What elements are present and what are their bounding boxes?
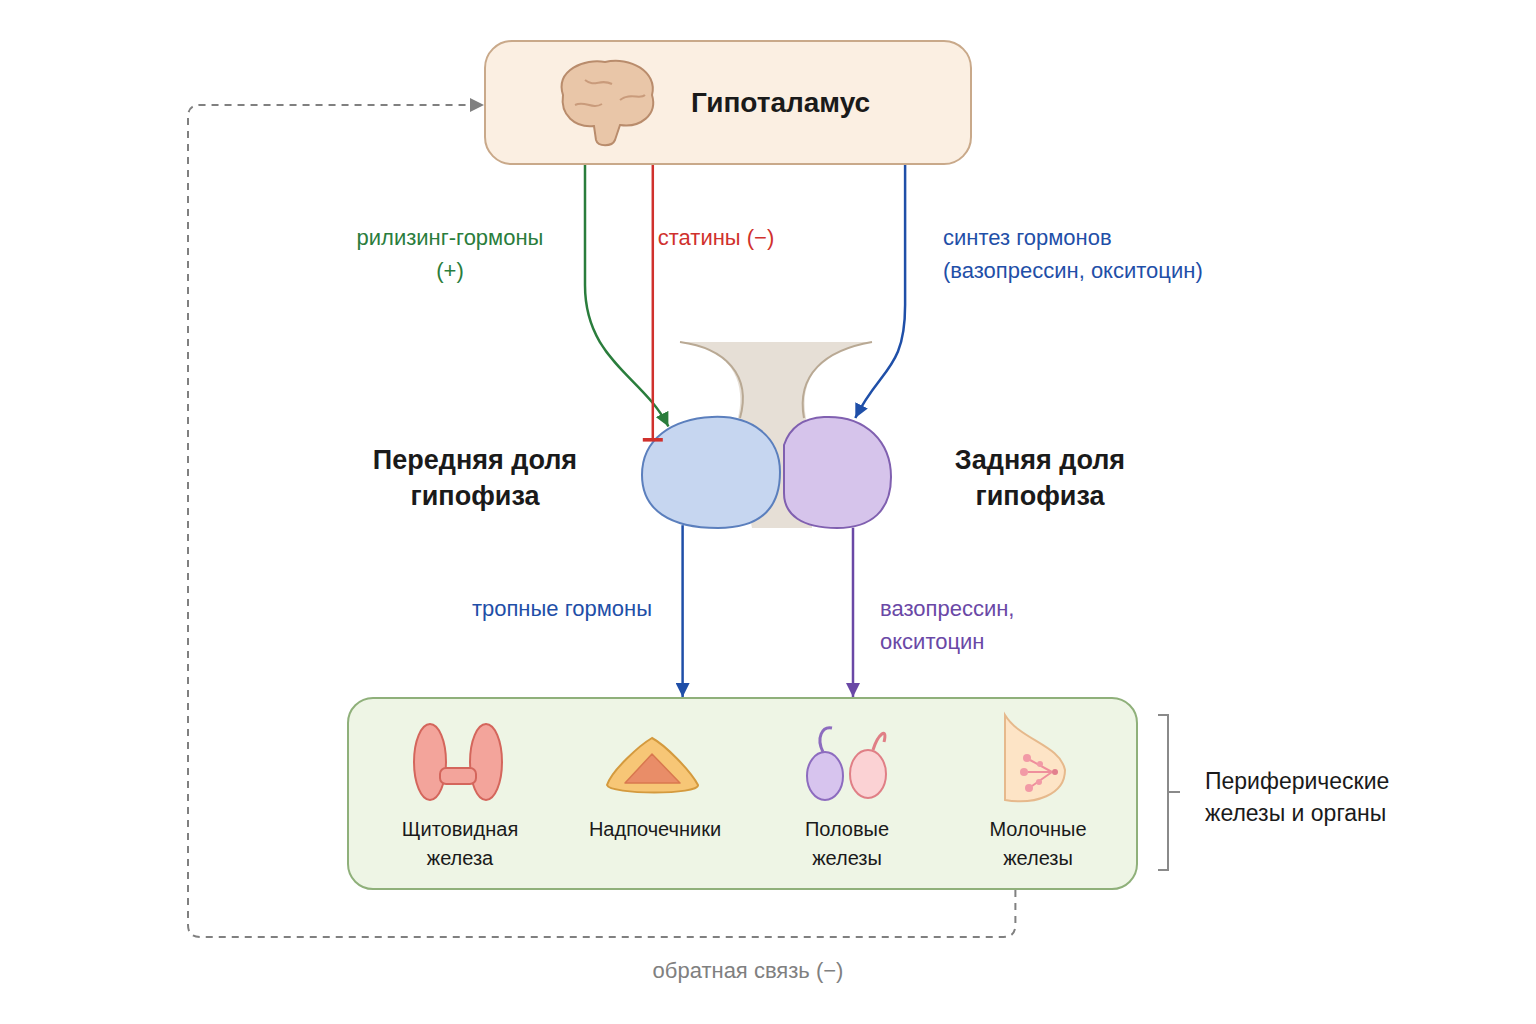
pituitary-stalk	[680, 342, 872, 528]
thyroid-icon	[414, 724, 502, 800]
lobe-shape	[642, 417, 780, 528]
gonads-icon	[807, 728, 886, 800]
breast-lobule	[1036, 779, 1042, 785]
connector	[855, 165, 905, 418]
breast-lobule	[1020, 768, 1028, 776]
gland-item: Молочные железы	[953, 699, 1123, 889]
adrenal-icon	[607, 738, 698, 793]
connector	[585, 165, 668, 427]
node-heading: Передняя доля гипофиза	[360, 442, 590, 514]
gonad	[850, 750, 886, 798]
posterior-lobe: Задняя доля гипофиза	[782, 415, 893, 530]
pituitary-stalk-body	[680, 342, 872, 528]
gland-item: Надпочечники	[570, 699, 740, 889]
gland-label: Надпочечники	[570, 815, 740, 844]
stalk-outline	[803, 342, 872, 418]
group-heading: Периферические железы и органы	[1205, 765, 1430, 829]
hypothalamus-box: Гипоталамус	[484, 40, 972, 165]
thyroid-lobe	[414, 724, 446, 800]
lobe-outline	[782, 415, 893, 530]
stalk-outline	[680, 342, 743, 418]
gonad	[807, 752, 843, 800]
breast-nipple	[1052, 769, 1058, 775]
breast-lobule	[1025, 784, 1033, 792]
gland-label: Половые железы	[787, 815, 907, 873]
brain-fold	[575, 80, 645, 106]
thyroid-lobe	[470, 724, 502, 800]
edge-label: статины (−)	[656, 221, 776, 254]
connector	[652, 165, 655, 440]
edge-label: рилизинг-гормоны (+)	[340, 221, 560, 287]
gonad-cord	[873, 733, 885, 750]
breast-shape	[1005, 715, 1065, 801]
brain-icon	[562, 61, 653, 146]
lobe-shape	[784, 417, 891, 528]
edge-label: тропные гормоны	[402, 592, 652, 625]
breast-lobule	[1023, 754, 1031, 762]
breast-icon	[1005, 715, 1065, 801]
gonad-cord	[820, 728, 832, 752]
thyroid-fill	[443, 770, 473, 782]
edge-label: синтез гормонов (вазопрессин, окситоцин)	[943, 221, 1243, 287]
breast-duct	[1028, 760, 1052, 786]
connector	[852, 528, 855, 697]
breast-lobule	[1037, 761, 1043, 767]
anterior-lobe: Передняя доля гипофиза	[640, 415, 782, 530]
node-heading: Задняя доля гипофиза	[925, 442, 1155, 514]
bracket	[1158, 715, 1180, 870]
adrenal-inner	[625, 754, 680, 783]
peripheral-box: Периферические железы и органыЩитовидная…	[347, 697, 1138, 890]
brain-shape	[562, 61, 653, 146]
edge-label: обратная связь (−)	[598, 954, 898, 987]
connector	[188, 105, 1015, 937]
gland-item: Щитовидная железа	[375, 699, 545, 889]
adrenal-outer	[607, 738, 698, 793]
connector	[681, 525, 684, 697]
edge-label: вазопрессин, окситоцин	[880, 592, 1060, 658]
gland-label: Молочные железы	[978, 815, 1098, 873]
gland-item: Половые железы	[762, 699, 932, 889]
gland-label: Щитовидная железа	[385, 815, 535, 873]
lobe-outline	[640, 415, 782, 530]
node-title: Гипоталамус	[691, 42, 961, 163]
thyroid-isthmus	[440, 768, 476, 784]
